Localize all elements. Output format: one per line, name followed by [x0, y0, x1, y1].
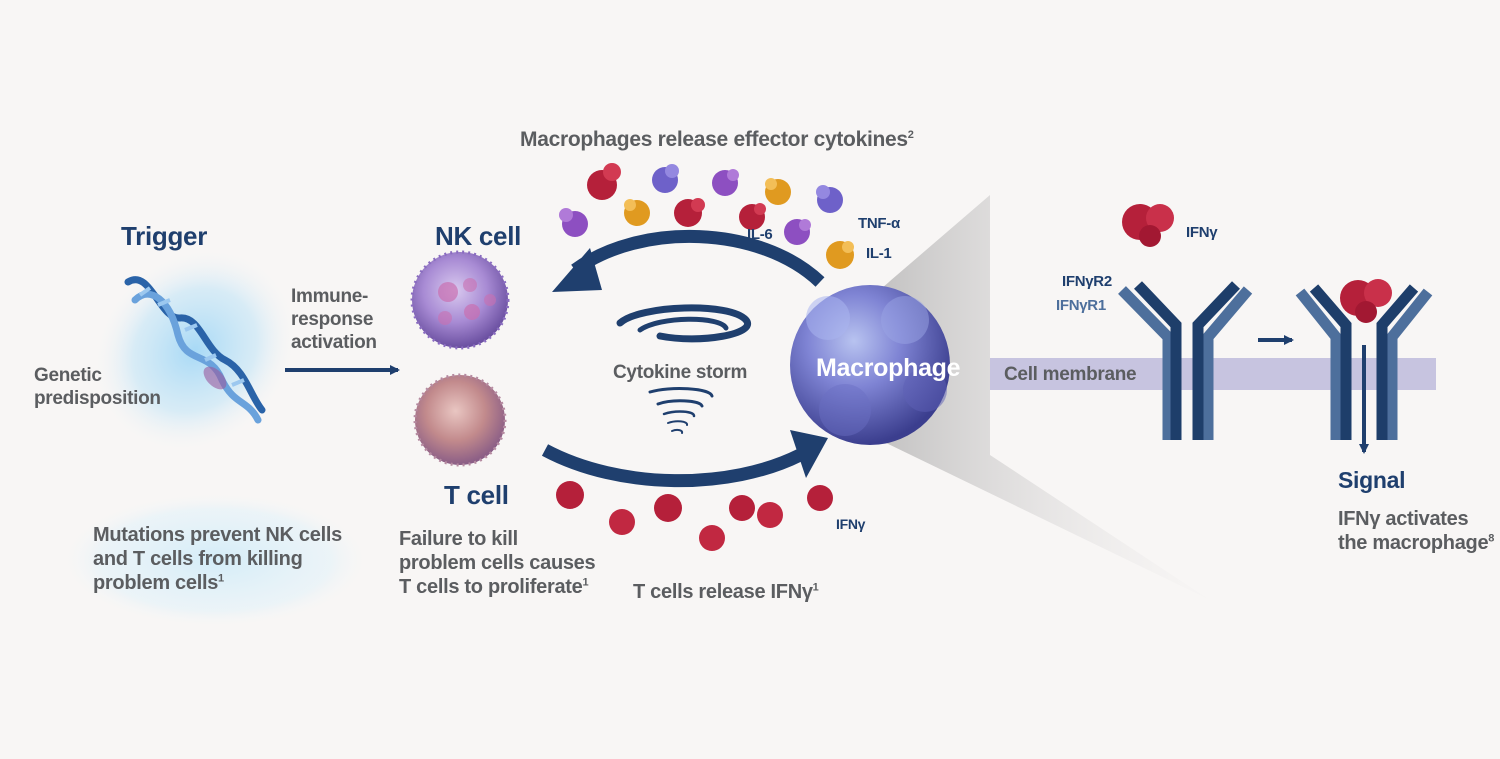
ifng-free-label: IFNγ — [1186, 224, 1218, 241]
ifng-free-molecule-icon — [1122, 204, 1174, 247]
il6-label: IL-6 — [747, 226, 773, 243]
t-cells-release-label: T cells release IFNγ1 — [633, 581, 819, 603]
cytokine-return-arrow — [571, 229, 825, 287]
dna-helix-icon — [92, 247, 298, 453]
ifngr2-label: IFNγR2 — [1062, 273, 1112, 290]
cytokine-storm-label: Cytokine storm — [613, 362, 748, 383]
ifng-forward-arrowhead — [790, 430, 828, 478]
ifng-molecule-icon — [729, 495, 755, 521]
ifng-molecule-icon — [674, 198, 705, 227]
tnf-alpha-label: TNF-α — [858, 215, 900, 232]
tnf-molecule-icon — [816, 185, 843, 213]
ifng-molecule-icon — [807, 485, 833, 511]
il1-molecule-icon — [765, 178, 791, 205]
macrophage-label: Macrophage — [816, 354, 961, 382]
tnf-molecule-icon — [652, 164, 679, 193]
il6-molecule-icon — [712, 169, 739, 196]
ifng-molecules-bottom — [556, 481, 833, 551]
nk-cell-title: NK cell — [435, 221, 522, 251]
ifng-molecule-icon — [757, 502, 783, 528]
il6-molecule-icon — [784, 219, 811, 245]
ifng-molecule-icon — [609, 509, 635, 535]
cytokine-return-arrowhead — [552, 248, 602, 292]
cytokine-molecules-top — [559, 163, 854, 269]
ifng-receptor-bound — [1295, 279, 1433, 440]
ifng-molecule-icon — [699, 525, 725, 551]
il6-molecule-icon — [559, 208, 588, 237]
ifng-molecule-icon — [654, 494, 682, 522]
zoom-beam — [868, 195, 1210, 600]
t-cell-title: T cell — [444, 480, 509, 510]
macrophage-image — [790, 285, 950, 445]
mutations-glow — [60, 492, 370, 628]
il1-molecule-icon — [826, 241, 854, 269]
tornado-icon — [616, 304, 752, 434]
ifng-molecule-icon — [739, 203, 766, 230]
macrophage-cytokines-label: Macrophages release effector cytokines2 — [520, 128, 914, 151]
ifng-bottom-label: IFNγ — [836, 516, 866, 532]
ifng-molecule-icon — [556, 481, 584, 509]
il1-label: IL-1 — [866, 245, 892, 262]
nk-cell-image — [410, 250, 510, 350]
trigger-title: Trigger — [121, 221, 208, 251]
ifng-molecule-icon — [587, 163, 621, 200]
il1-molecule-icon — [624, 199, 650, 226]
t-cell-image — [413, 373, 507, 467]
ifng-forward-arrow — [541, 444, 803, 488]
ifngr1-label: IFNγR1 — [1056, 297, 1106, 314]
ifng-receptor-unbound — [1118, 281, 1253, 440]
cell-membrane-label: Cell membrane — [1004, 364, 1137, 385]
signal-label: Signal — [1338, 467, 1406, 493]
